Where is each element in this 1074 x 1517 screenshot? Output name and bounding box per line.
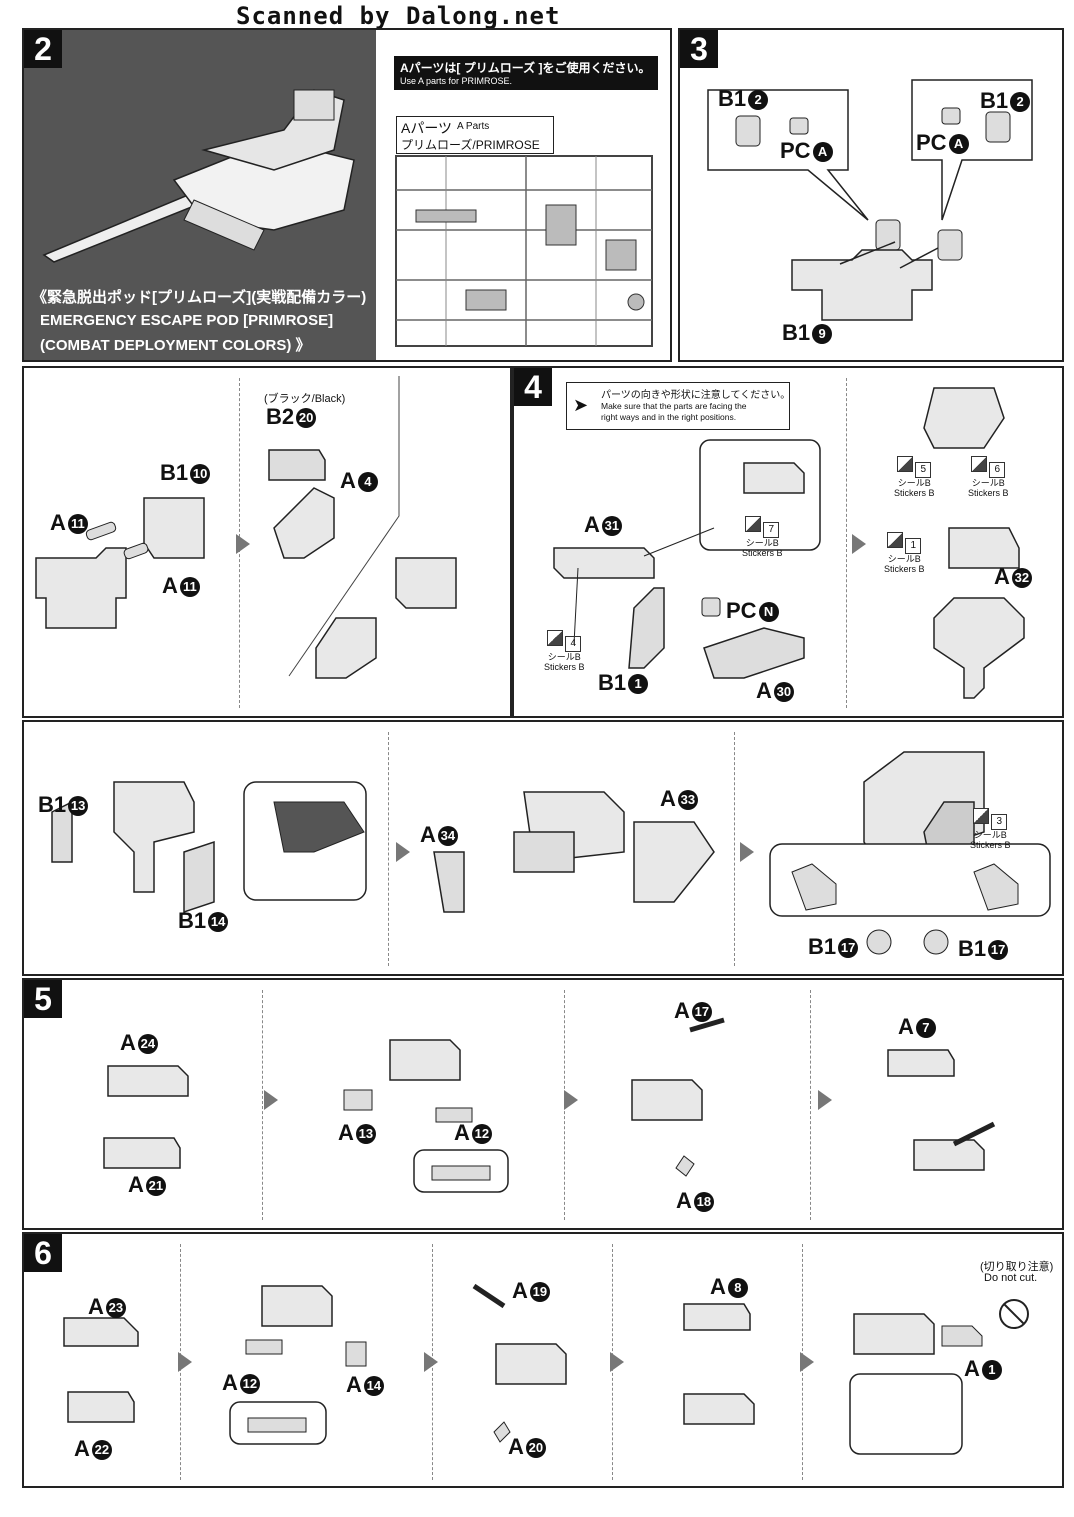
step4-divider	[846, 378, 847, 708]
step-number-6: 6	[24, 1234, 62, 1272]
do-not-cut-en: Do not cut.	[984, 1272, 1038, 1284]
runner-label-sub: プリムローズ/PRIMROSE	[401, 138, 540, 152]
next-arrow-s6d	[800, 1352, 814, 1372]
row4-diagram	[51, 751, 1051, 955]
row4-divider-1	[388, 732, 389, 966]
step4-note-box: パーツの向きや形状に注意してください。 Make sure that the p…	[566, 382, 790, 430]
warning-arrow-icon: ➤	[573, 395, 589, 415]
step2-title-en-1: EMERGENCY ESCAPE POD [PRIMROSE]	[40, 312, 334, 329]
step3-diagram	[707, 79, 1033, 321]
s5-divider-1	[262, 990, 263, 1220]
next-arrow-r4b	[740, 842, 754, 862]
runner-label-jp: Aパーツ	[401, 120, 453, 136]
scan-credit: Scanned by Dalong.net	[236, 2, 561, 30]
next-arrow-4	[852, 534, 866, 554]
runner-note-box: Aパーツは[ プリムローズ ]をご使用ください。 Use A parts for…	[394, 56, 658, 90]
next-arrow-s5c	[818, 1090, 832, 1110]
next-arrow-s6a	[178, 1352, 192, 1372]
step-number-5: 5	[24, 980, 62, 1018]
step2-panel: 2 《緊急脱出ポッド[プリムローズ](実戦配備カラー) EMERGENCY ES…	[22, 28, 378, 362]
runner-label-box: Aパーツ A Parts プリムローズ/PRIMROSE	[396, 116, 554, 154]
black-note: (ブラック/Black)	[264, 393, 346, 405]
step5-diagram	[103, 1017, 996, 1193]
step4-panel: 4 パーツの向きや形状に注意してください。 Make sure that the…	[512, 366, 1064, 718]
do-not-cut-jp: (切り取り注意)	[980, 1261, 1054, 1273]
runner-note-jp: Aパーツは[ プリムローズ ]をご使用ください。	[400, 61, 651, 75]
next-arrow-r4a	[396, 842, 410, 862]
next-arrow-s5b	[564, 1090, 578, 1110]
step2-title-jp: 《緊急脱出ポッド[プリムローズ](実戦配備カラー)	[32, 289, 367, 306]
next-arrow-s5a	[264, 1090, 278, 1110]
step4-note-jp: パーツの向きや形状に注意してください。	[601, 390, 791, 401]
step6-diagram	[63, 1283, 1029, 1455]
next-arrow-s6c	[610, 1352, 624, 1372]
step2-title-en-2: (COMBAT DEPLOYMENT COLORS) 》	[40, 337, 311, 354]
escape-pod-illustration	[42, 89, 355, 263]
step4-note-en-1: Make sure that the parts are facing the	[601, 401, 747, 411]
runner-panel: Aパーツは[ プリムローズ ]をご使用ください。 Use A parts for…	[376, 28, 672, 362]
runner-label-en: A Parts	[457, 121, 490, 132]
step-number-4: 4	[514, 368, 552, 406]
next-arrow-s6b	[424, 1352, 438, 1372]
row2-diagram	[35, 376, 457, 679]
runner-note-en: Use A parts for PRIMROSE.	[400, 76, 513, 86]
row4-divider-2	[734, 732, 735, 966]
runner-diagram	[395, 155, 653, 347]
step-number-2: 2	[24, 30, 62, 68]
next-arrow	[236, 534, 250, 554]
step-number-3: 3	[680, 30, 718, 68]
s5-divider-3	[810, 990, 811, 1220]
step4-diagram	[553, 387, 1025, 699]
step4-note-en-2: right ways and in the right positions.	[601, 412, 737, 422]
